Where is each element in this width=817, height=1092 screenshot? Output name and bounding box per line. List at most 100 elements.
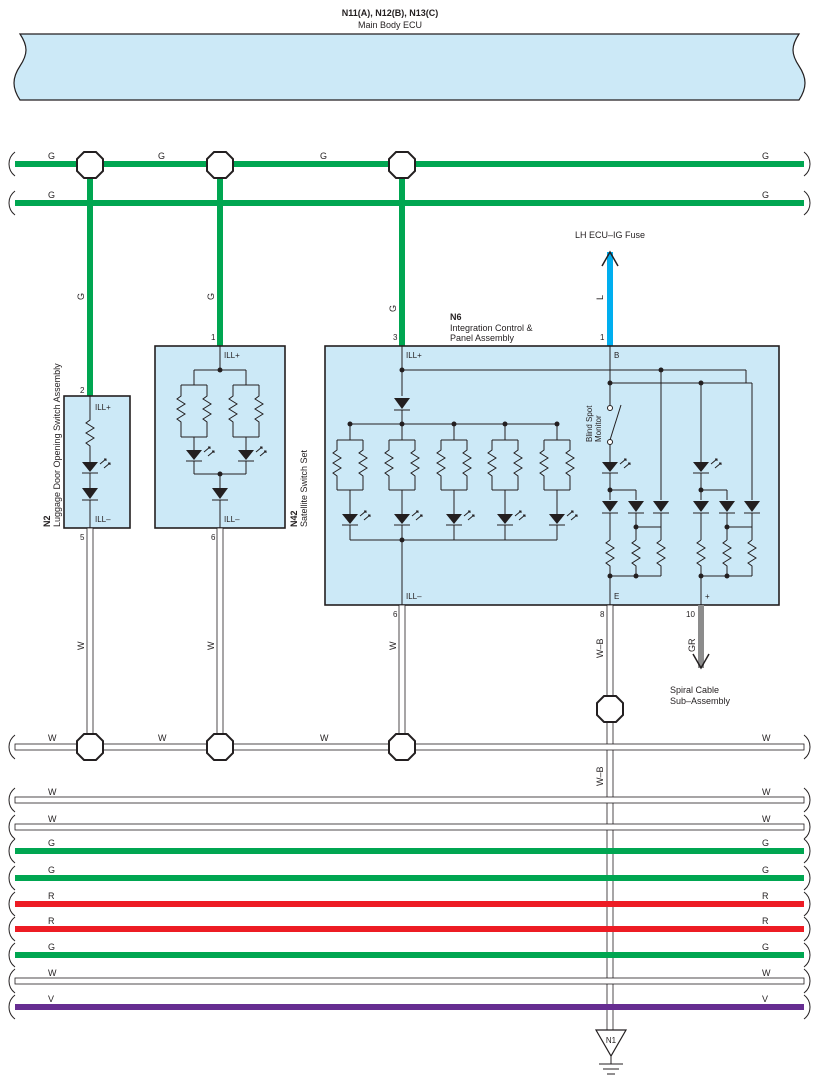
resistor-symbol <box>487 440 497 490</box>
n2-module: 2 ILL+ ILL– 5 N2 Luggage Door Opening Sw… <box>42 363 131 542</box>
wire-color-label: W <box>76 641 86 650</box>
bus-wire-label: W <box>48 814 57 824</box>
switch-label-line1: Blind Spot <box>585 405 594 442</box>
bus-wire-label: G <box>762 838 769 848</box>
splice-dot <box>633 573 639 579</box>
main-body-ecu-box <box>13 33 806 101</box>
resistor-symbol <box>605 539 615 576</box>
break-mark <box>8 916 16 942</box>
diode-symbol <box>394 398 410 409</box>
break-mark <box>8 994 16 1020</box>
break-mark <box>803 734 811 760</box>
splice-dot <box>724 573 730 579</box>
bus-wire-label: W <box>48 787 57 797</box>
junction-node <box>206 733 234 761</box>
break-mark <box>8 787 16 813</box>
n6-led-groups <box>332 421 578 540</box>
resistor-symbol <box>722 539 732 576</box>
ground-connector <box>594 1029 628 1058</box>
resistor-symbol <box>656 539 666 576</box>
bus-wire-label: G <box>48 151 55 161</box>
led-symbol <box>238 450 254 460</box>
break-mark <box>803 994 811 1020</box>
ill-minus-label: ILL– <box>95 515 111 524</box>
wire-color-label: W <box>388 641 398 650</box>
spiral-cable-label-line2: Sub–Assembly <box>670 696 731 706</box>
resistor-symbol <box>358 440 368 490</box>
switch-lever <box>609 404 622 441</box>
light-emission-icon <box>411 510 423 521</box>
module-name-line2: Panel Assembly <box>450 333 515 343</box>
light-emission-icon <box>514 510 526 521</box>
light-emission-icon <box>619 458 631 469</box>
n6-ill-minus-wire <box>398 604 406 748</box>
ill-plus-label: ILL+ <box>406 351 422 360</box>
break-mark <box>803 942 811 968</box>
led-symbol <box>394 514 410 524</box>
light-emission-icon <box>566 510 578 521</box>
bus-wire-label: W <box>762 814 771 824</box>
bus-wire-label: G <box>158 151 165 161</box>
diode-symbol <box>212 488 228 499</box>
spiral-cable-label-line1: Spiral Cable <box>670 685 719 695</box>
bus-wire-label: W <box>762 787 771 797</box>
break-mark <box>803 838 811 864</box>
bus-wire-label: G <box>48 190 55 200</box>
ill-minus-label: ILL– <box>406 592 422 601</box>
break-mark <box>803 891 811 917</box>
resistor-symbol <box>539 440 549 490</box>
n42-ill-minus-wire <box>216 527 224 748</box>
module-name: Luggage Door Opening Switch Assembly <box>52 363 62 527</box>
junction-node <box>206 151 234 179</box>
break-mark <box>803 787 811 813</box>
break-mark <box>803 865 811 891</box>
splice-dot <box>399 367 405 373</box>
resistor-symbol <box>513 440 523 490</box>
bottom-bus-wire <box>14 823 805 831</box>
resistor-symbol <box>631 539 641 576</box>
led-symbol <box>549 514 565 524</box>
led-symbol <box>342 514 358 524</box>
bottom-bus-group <box>8 734 811 1020</box>
resistor-symbol <box>384 440 394 490</box>
light-emission-icon <box>99 458 111 469</box>
bus-wire-label: R <box>762 916 769 926</box>
wire-color-label: G <box>206 293 216 300</box>
resistor-symbol <box>332 440 342 490</box>
splice-dot <box>698 380 704 386</box>
switch-contact <box>607 439 613 445</box>
diode-symbol <box>744 501 760 512</box>
break-mark <box>8 891 16 917</box>
resistor-symbol <box>410 440 420 490</box>
led-symbol <box>497 514 513 524</box>
switch-contact <box>607 405 613 411</box>
bus-wire-label: G <box>48 865 55 875</box>
bus-wire-label: G <box>762 942 769 952</box>
n2-ill-minus-wire <box>86 527 94 748</box>
break-mark <box>803 151 811 177</box>
module-code: N42 <box>289 510 299 527</box>
break-mark <box>8 968 16 994</box>
wire-color-label: W–B <box>595 638 605 658</box>
module-code: N2 <box>42 515 52 527</box>
n6-box <box>324 345 780 606</box>
resistor-symbol <box>228 385 238 437</box>
fuse-label: LH ECU–IG Fuse <box>575 230 645 240</box>
led-symbol <box>446 514 462 524</box>
bus-wire-label: W <box>158 733 167 743</box>
ill-minus-label: ILL– <box>224 515 240 524</box>
bus-wire-label: V <box>762 994 768 1004</box>
ground-symbol: N1 <box>594 1029 628 1075</box>
diode-symbol <box>628 501 644 512</box>
bus-wire-label: G <box>320 151 327 161</box>
bus-wire-label: R <box>48 916 55 926</box>
break-mark <box>803 814 811 840</box>
break-mark <box>8 942 16 968</box>
switch-label-line2: Monitor <box>594 415 603 442</box>
e-terminal-label: E <box>614 592 619 601</box>
junction-node <box>596 695 624 723</box>
resistor-symbol <box>462 440 472 490</box>
resistor-symbol <box>254 385 264 437</box>
diode-symbol <box>693 501 709 512</box>
